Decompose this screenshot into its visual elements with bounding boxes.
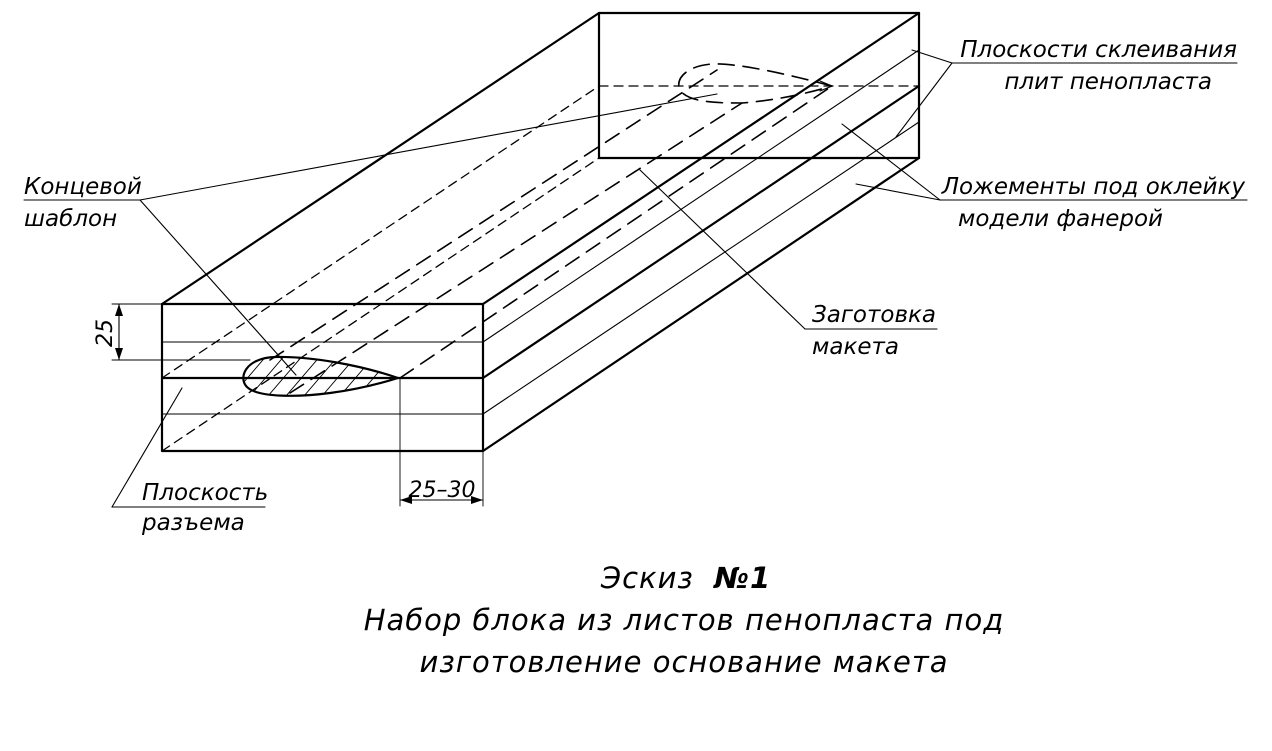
block-edge-top-right [481, 11, 921, 306]
side-layer-line-3 [482, 121, 920, 415]
block-edge-bottom-right [481, 156, 921, 453]
gluing-planes-label-1: Плоскости склеивания [960, 37, 1237, 63]
dimension-height: 25 [93, 303, 251, 361]
front-airfoil-section [242, 355, 400, 397]
end-template-label-2: шаблон [24, 206, 117, 232]
split-plane-leader [111, 387, 183, 508]
cradles-label-2: модели фанерой [958, 206, 1163, 232]
gluing-planes-leader-1 [911, 49, 953, 64]
gluing-planes-label-2: плит пенопласта [1004, 69, 1212, 95]
foam-block-outline [160, 11, 921, 453]
dimension-offset: 25–30 [399, 377, 484, 507]
dim-height-arrow-bottom [115, 348, 123, 360]
airfoil-hatching [243, 356, 398, 396]
split-plane-label-2: разъема [141, 510, 245, 536]
airfoil-arrow-tip [819, 80, 833, 92]
cradles-leader-2 [855, 183, 941, 201]
caption-title-word: Эскиз [600, 561, 694, 595]
blank-label-1: Заготовка [812, 302, 936, 328]
hidden-bottom-diagonal [161, 157, 600, 452]
dim-height-arrow-top [115, 304, 123, 316]
dim-offset-arrow-left [400, 496, 412, 504]
dim-offset-arrow-right [471, 496, 483, 504]
dim-offset-value: 25–30 [409, 478, 476, 503]
caption-line-3: изготовление основание макета [419, 645, 948, 679]
airfoil-outline [242, 355, 400, 397]
hidden-end-template-airfoil [678, 63, 833, 104]
end-template-leader-2 [139, 199, 297, 376]
caption: Эскиз №1 Набор блока из листов пенопласт… [364, 561, 1005, 679]
blank-label-2: макета [812, 334, 899, 360]
gluing-planes-leader-2 [895, 62, 953, 138]
blank-leader [639, 169, 806, 330]
hidden-airfoil-bottom-edge [289, 102, 743, 394]
hidden-lines [161, 12, 920, 452]
cradles-label-1: Ложементы под оклейку [941, 174, 1246, 200]
leader-lines [23, 49, 1248, 508]
callout-labels: Плоскости склеивания плит пенопласта Кон… [24, 37, 1245, 536]
block-edge-top-left [160, 11, 601, 306]
foam-layer-lines [160, 49, 921, 415]
hidden-airfoil-top-edge [269, 69, 718, 361]
caption-title-number: №1 [712, 561, 771, 595]
caption-title: Эскиз №1 [600, 561, 771, 595]
split-plane-label-1: Плоскость [142, 480, 268, 506]
side-layer-line-1 [482, 49, 920, 343]
caption-line-2: Набор блока из листов пенопласта под [364, 603, 1005, 637]
side-parting-line [481, 84, 921, 380]
end-template-leader-1 [139, 93, 718, 201]
cradles-leader-1 [841, 123, 941, 201]
hidden-airfoil-trailing-edge [399, 85, 833, 379]
dim-height-value: 25 [93, 319, 118, 347]
hidden-parting-diagonal [161, 85, 600, 379]
end-template-label-1: Концевой [24, 174, 142, 200]
